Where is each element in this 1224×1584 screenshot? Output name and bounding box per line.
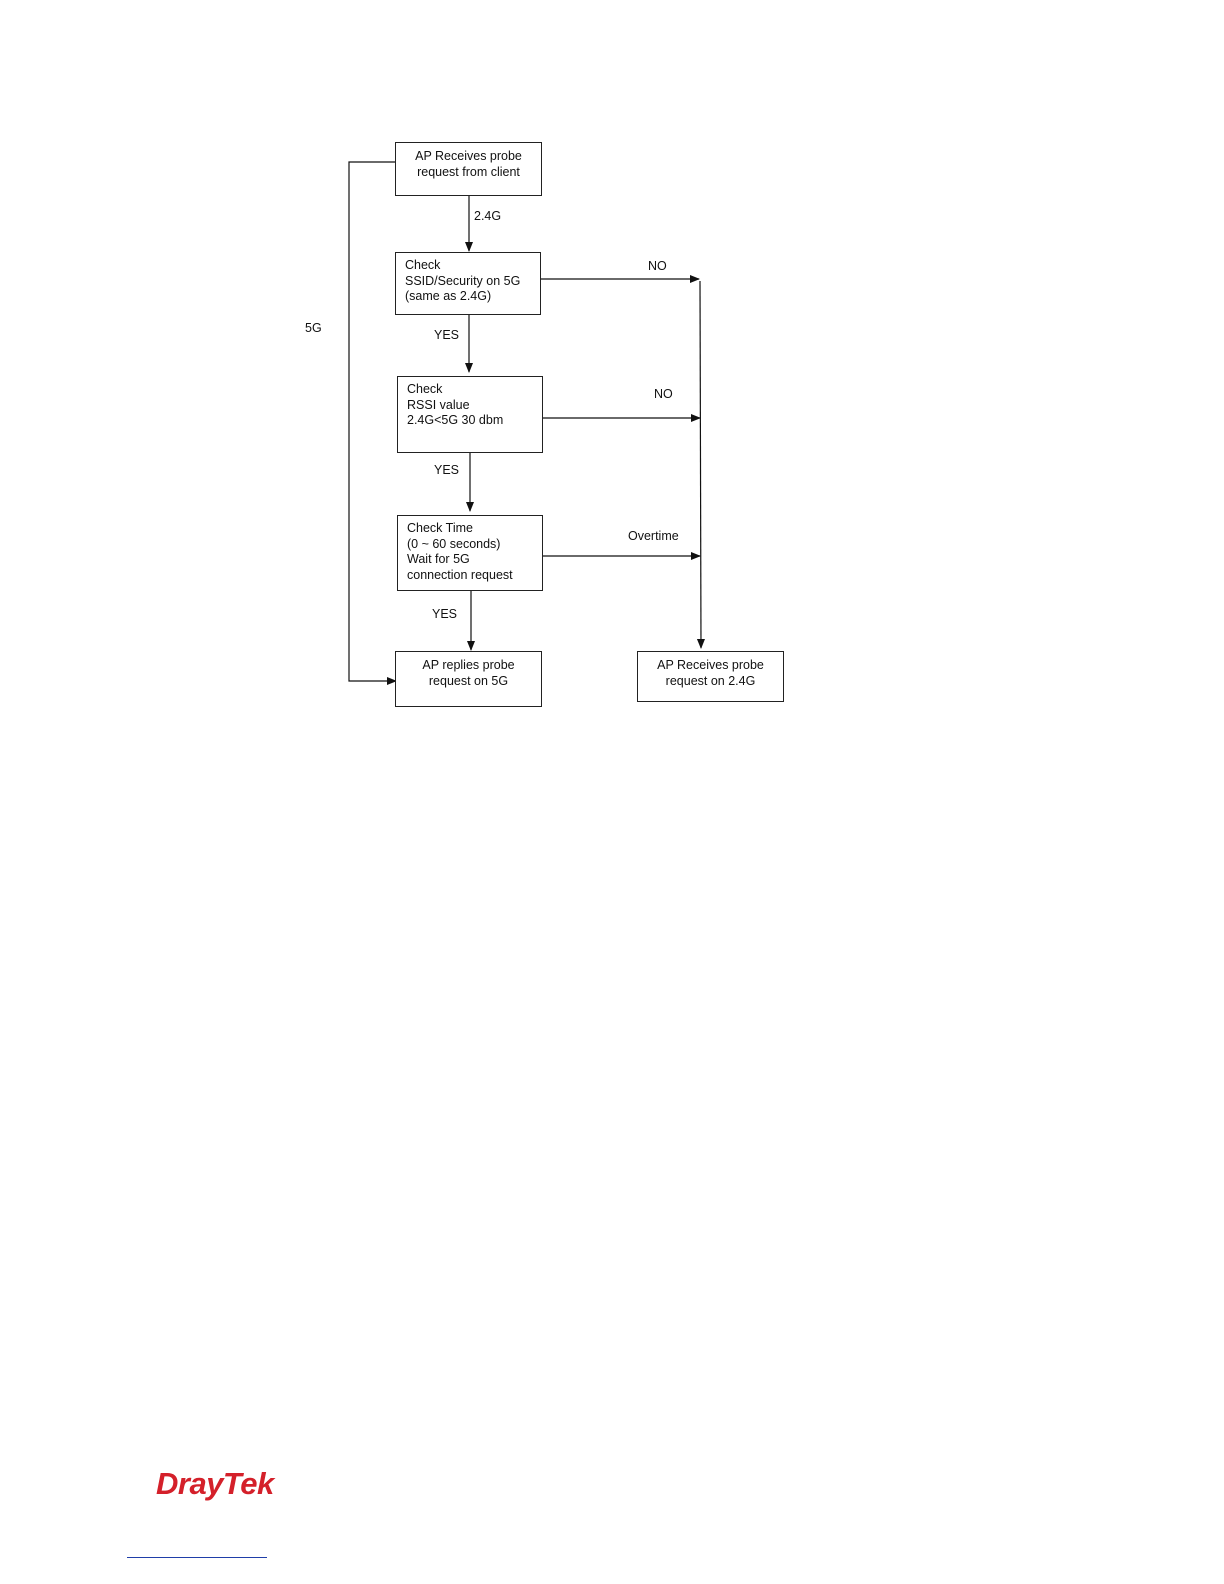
node-check-time: Check Time (0 ~ 60 seconds) Wait for 5G … — [397, 515, 543, 591]
edge-no-collector — [700, 281, 701, 648]
node-line: Check Time — [407, 521, 534, 537]
node-line: AP Receives probe — [396, 149, 541, 165]
draytek-logo: DrayTek — [156, 1466, 274, 1502]
node-start: AP Receives probe request from client — [395, 142, 542, 196]
node-reply-24g: AP Receives probe request on 2.4G — [637, 651, 784, 702]
node-line: request from client — [396, 165, 541, 181]
node-line: Wait for 5G — [407, 552, 534, 568]
label-2-4g: 2.4G — [474, 209, 501, 223]
node-line: RSSI value — [407, 398, 534, 414]
node-check-ssid: Check SSID/Security on 5G (same as 2.4G) — [395, 252, 541, 315]
footer-rule — [127, 1557, 267, 1558]
label-ssid-yes: YES — [434, 328, 459, 342]
node-line: Check — [407, 382, 534, 398]
label-5g: 5G — [305, 321, 322, 335]
label-ssid-no: NO — [648, 259, 667, 273]
node-line: AP Receives probe — [638, 658, 783, 674]
node-line: Check — [405, 258, 532, 274]
node-line: AP replies probe — [396, 658, 541, 674]
label-rssi-no: NO — [654, 387, 673, 401]
node-check-rssi: Check RSSI value 2.4G<5G 30 dbm — [397, 376, 543, 453]
node-line: 2.4G<5G 30 dbm — [407, 413, 534, 429]
edge-bypass-5g — [349, 162, 396, 681]
node-line: request on 2.4G — [638, 674, 783, 690]
label-rssi-yes: YES — [434, 463, 459, 477]
label-time-yes: YES — [432, 607, 457, 621]
node-line: SSID/Security on 5G — [405, 274, 532, 290]
node-reply-5g: AP replies probe request on 5G — [395, 651, 542, 707]
node-line: (same as 2.4G) — [405, 289, 532, 305]
label-overtime: Overtime — [628, 529, 679, 543]
node-line: (0 ~ 60 seconds) — [407, 537, 534, 553]
node-line: request on 5G — [396, 674, 541, 690]
node-line: connection request — [407, 568, 534, 584]
